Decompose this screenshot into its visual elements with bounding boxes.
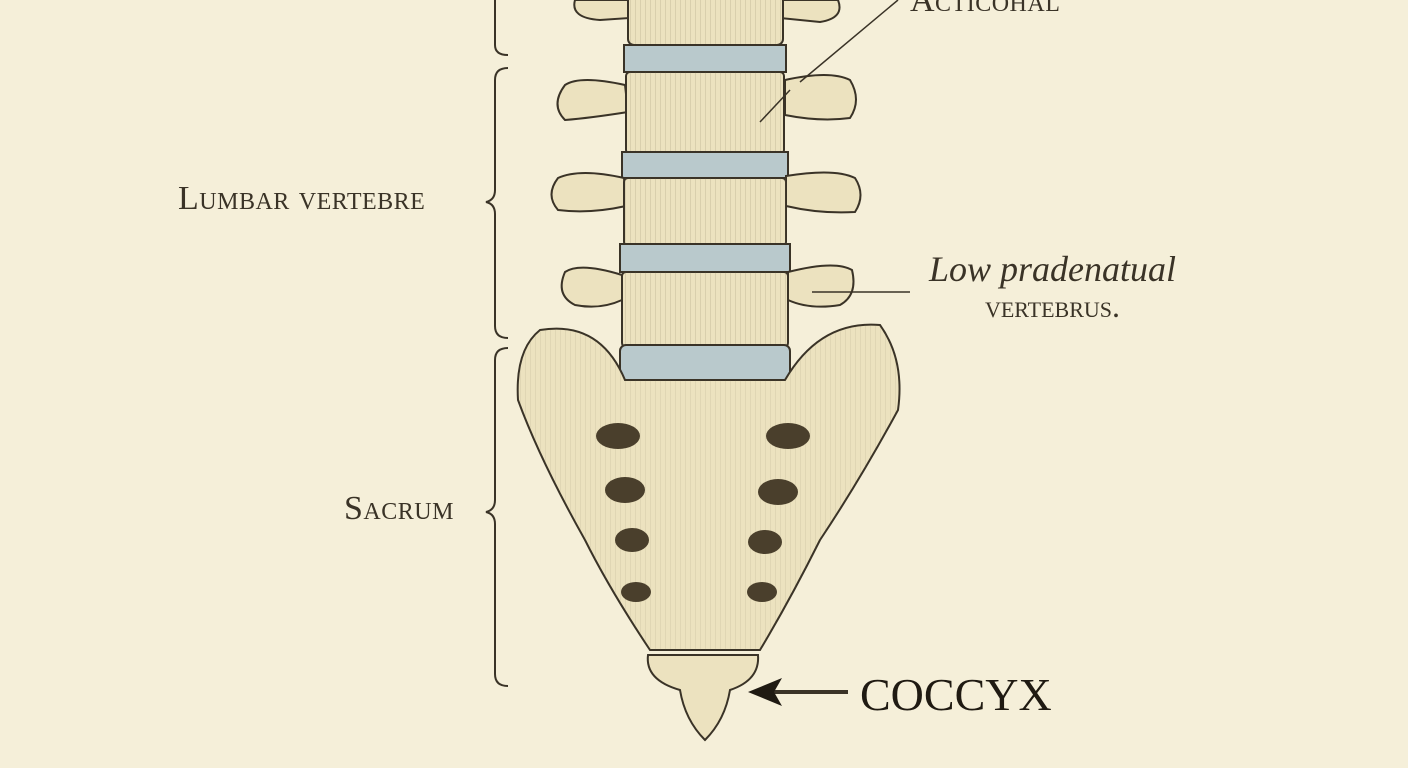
label-pradenatual-line1: Low pradenatual	[928, 249, 1177, 289]
label-sacrum: Sacrum	[344, 490, 454, 527]
arrowhead-icon	[748, 678, 782, 706]
top-vertebra	[573, 0, 841, 46]
sacral-foramen	[766, 423, 810, 449]
disc	[619, 243, 791, 273]
label-coccyx: COCCYX	[860, 669, 1052, 720]
brace-sacrum	[485, 347, 509, 687]
sacrum-bone	[516, 323, 901, 651]
sacral-foramen	[747, 582, 777, 602]
coccyx-bone	[646, 654, 760, 742]
label-top: Acticohal	[910, 0, 1061, 19]
label-pradenatual-line2: vertebrus.	[984, 288, 1121, 324]
sacral-foramen	[621, 582, 651, 602]
sacral-foramen	[596, 423, 640, 449]
disc	[623, 44, 787, 73]
disc	[621, 151, 789, 179]
sacral-foramen	[748, 530, 782, 554]
brace-lumbar	[485, 67, 509, 339]
leader-line-top	[759, 0, 899, 123]
brace-top	[494, 0, 509, 56]
lumbar-vertebra	[550, 171, 862, 247]
lumbar-vertebra	[560, 264, 855, 348]
sacral-foramen	[605, 477, 645, 503]
sacral-foramen	[758, 479, 798, 505]
label-lumbar-vertebre: Lumbar vertebre	[178, 180, 426, 217]
label-pradenatual: Low pradenatual vertebrus.	[915, 250, 1190, 324]
sacral-foramen	[615, 528, 649, 552]
lumbar-vertebra	[556, 71, 857, 155]
